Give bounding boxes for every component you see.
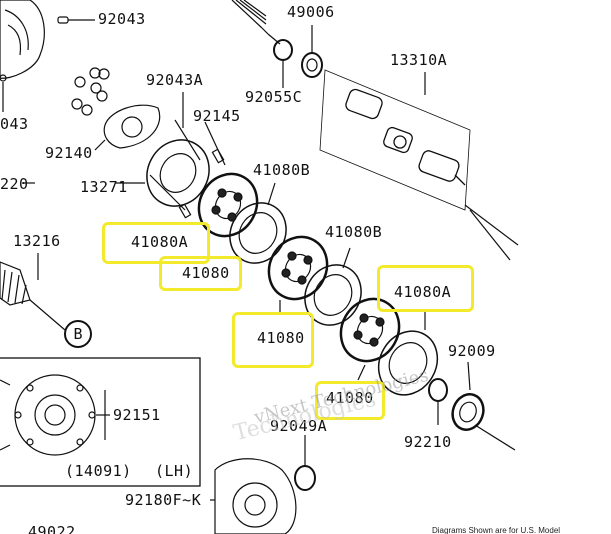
part-label-41080-c: 41080 <box>326 389 374 407</box>
part-label-92043a[interactable]: 92043A <box>146 71 204 89</box>
disclaimer-text: Diagrams Shown are for U.S. Model <box>432 526 561 534</box>
pin-set-drawing <box>71 67 110 116</box>
callout-b-badge[interactable]: B <box>64 320 92 348</box>
cover-housing-drawing <box>0 374 110 456</box>
part-label-92151[interactable]: 92151 <box>113 406 161 424</box>
highlight-box-41080-c[interactable]: 41080 <box>315 381 385 420</box>
steel-plate-drawing <box>304 264 362 326</box>
shim-plate-drawing <box>103 104 161 149</box>
part-label-41080-b: 41080 <box>257 329 305 347</box>
inset-box <box>0 357 201 487</box>
part-label-13216[interactable]: 13216 <box>13 232 61 250</box>
part-label-13271[interactable]: 13271 <box>80 178 128 196</box>
bearing-drawing <box>294 465 316 491</box>
part-label-14091: (14091) <box>65 462 132 480</box>
part-label-41080a-right: 41080A <box>394 283 452 301</box>
snap-ring-drawing <box>428 378 448 402</box>
housing-part-drawing <box>0 0 45 79</box>
rear-housing-drawing <box>210 458 297 534</box>
highlight-box-41080-b[interactable]: 41080 <box>232 312 314 368</box>
highlight-box-41080a-right[interactable]: 41080A <box>377 265 474 312</box>
part-label-92180f-k[interactable]: 92180F~K <box>125 491 202 509</box>
part-label-92140[interactable]: 92140 <box>45 144 93 162</box>
part-label-41080b-mid[interactable]: 41080B <box>325 223 383 241</box>
friction-disc-drawing <box>339 297 401 363</box>
pin-part-drawing <box>57 16 69 24</box>
steel-plate-drawing <box>229 202 287 264</box>
pinion-gear-drawing <box>0 253 66 331</box>
part-label-220[interactable]: 220 <box>0 175 29 193</box>
pressure-plate-drawing <box>146 139 210 207</box>
friction-disc-drawing <box>197 172 259 238</box>
part-label-92210[interactable]: 92210 <box>404 433 452 451</box>
highlight-box-41080a-left[interactable]: 41080A <box>102 222 210 264</box>
part-label-41080b-top[interactable]: 41080B <box>253 161 311 179</box>
part-label-92049a[interactable]: 92049A <box>270 417 328 435</box>
highlight-box-41080-a[interactable]: 41080 <box>159 256 242 291</box>
friction-disc-drawing <box>267 235 329 301</box>
spring-part-drawing <box>231 0 267 29</box>
universal-joint-drawing <box>345 88 466 186</box>
oil-seal-drawing <box>451 393 485 431</box>
part-label-41080a-left: 41080A <box>131 233 189 251</box>
part-label-92055c[interactable]: 92055C <box>245 88 303 106</box>
part-label-92145[interactable]: 92145 <box>193 107 241 125</box>
part-label-lh: (LH) <box>155 462 194 480</box>
end-plate-drawing <box>377 330 439 396</box>
part-label-41080-a: 41080 <box>182 264 230 282</box>
part-label-13310a[interactable]: 13310A <box>390 51 448 69</box>
part-label-043[interactable]: 043 <box>0 115 29 133</box>
part-label-49006[interactable]: 49006 <box>287 3 335 21</box>
part-label-49022[interactable]: 49022 <box>28 523 76 534</box>
seal-part-drawing <box>301 52 323 78</box>
o-ring-part-drawing <box>273 39 293 61</box>
part-label-92043[interactable]: 92043 <box>98 10 146 28</box>
part-label-92009[interactable]: 92009 <box>448 342 496 360</box>
